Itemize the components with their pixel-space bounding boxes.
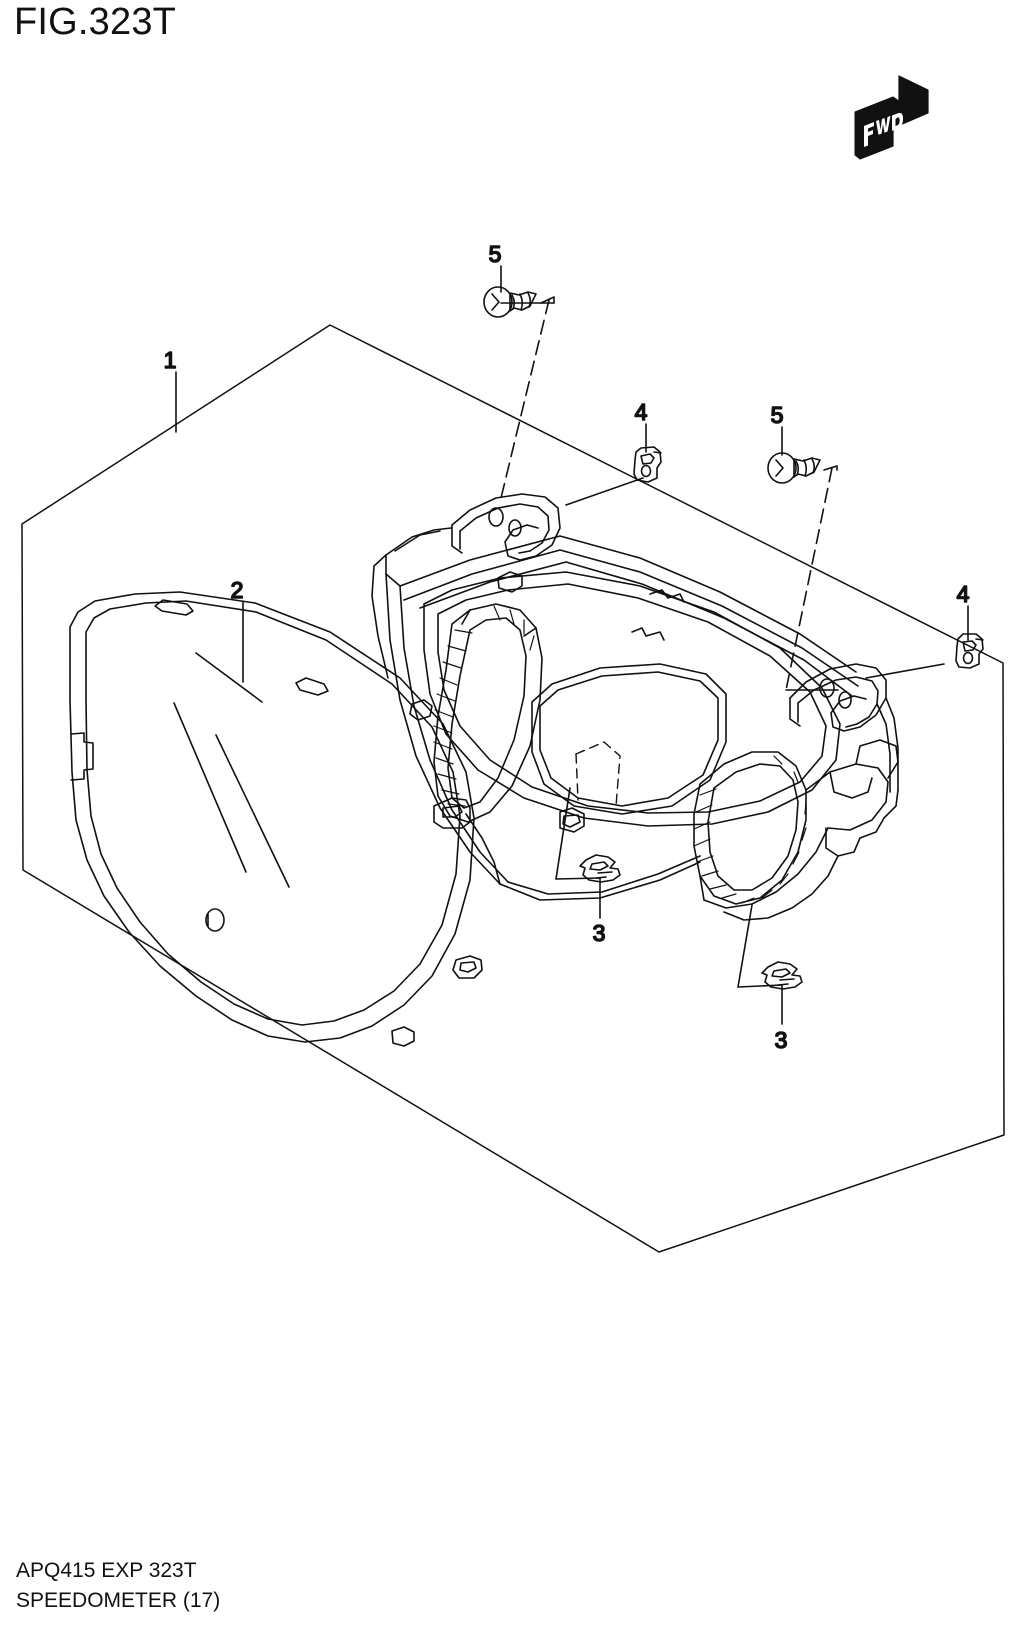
page-title: FIG.323T bbox=[14, 1, 177, 43]
footer-line-name: SPEEDOMETER (17) bbox=[16, 1589, 221, 1612]
clip-nut-upper bbox=[633, 446, 662, 483]
retainer-clip-left bbox=[579, 854, 621, 883]
callout-3-right: 3 bbox=[775, 1027, 788, 1053]
speedometer-cluster-body bbox=[371, 493, 899, 921]
fwd-arrow-icon bbox=[854, 75, 929, 160]
callout-numbers: 1 2 5 4 5 4 3 3 bbox=[163, 240, 971, 1054]
footer-line-model: APQ415 EXP 323T bbox=[16, 1559, 197, 1582]
clip-nut-right bbox=[955, 633, 984, 669]
callout-5-right: 5 bbox=[771, 402, 784, 428]
callout-4-right: 4 bbox=[957, 581, 970, 607]
callout-4-upper: 4 bbox=[635, 399, 648, 425]
callout-2: 2 bbox=[231, 577, 244, 603]
callout-3-left: 3 bbox=[593, 920, 606, 946]
tapping-screw-upper bbox=[483, 286, 537, 318]
retainer-clip-right bbox=[761, 961, 803, 990]
tapping-screw-right bbox=[767, 452, 821, 484]
assembly-boundary-hexagon bbox=[21, 324, 1005, 1253]
speedometer-lens-cover bbox=[69, 591, 483, 1047]
figure-footer: APQ415 EXP 323T SPEEDOMETER (17) bbox=[16, 1556, 220, 1616]
callout-1: 1 bbox=[164, 347, 177, 373]
leader-lines bbox=[175, 265, 969, 1025]
callout-5-upper: 5 bbox=[489, 241, 502, 267]
